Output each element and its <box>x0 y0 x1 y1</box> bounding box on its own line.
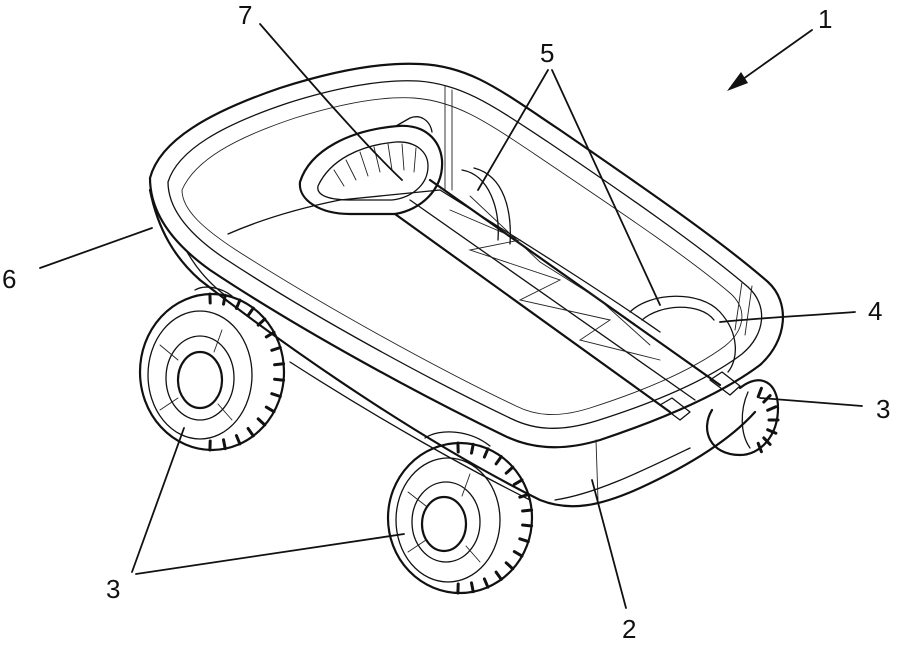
tread-mark <box>512 478 524 486</box>
label-2: 2 <box>622 614 637 644</box>
wheel-front-left <box>138 292 286 452</box>
tread-mark <box>273 377 286 382</box>
tread-mark <box>482 447 490 459</box>
tread-mark <box>512 550 524 558</box>
tread-mark <box>762 436 772 446</box>
label-3-right: 3 <box>876 394 891 424</box>
label-7: 7 <box>238 0 253 30</box>
tread-mark <box>256 417 267 427</box>
tread-mark <box>521 523 534 528</box>
reference-arrow-1 <box>727 29 813 91</box>
tread-mark <box>518 492 530 499</box>
tread-mark <box>504 465 515 475</box>
wagon-tub <box>148 62 785 508</box>
tread-mark <box>264 405 276 414</box>
tread-mark <box>222 438 227 451</box>
tread-mark <box>504 561 515 571</box>
tread-mark <box>270 346 282 352</box>
tread-mark <box>756 441 763 454</box>
tread-mark <box>482 577 490 589</box>
wheel-rear-left <box>194 286 491 447</box>
label-1: 1 <box>818 4 833 34</box>
label-3-left: 3 <box>106 574 121 604</box>
tread-mark <box>766 428 778 435</box>
tread-mark <box>518 537 530 544</box>
wheel-front-right <box>386 441 534 595</box>
tread-mark <box>766 405 778 412</box>
tread-mark <box>494 455 503 466</box>
handle-bar <box>298 116 741 421</box>
tread-mark <box>246 427 255 438</box>
tread-mark <box>256 317 267 327</box>
tread-mark <box>273 362 286 367</box>
tread-mark <box>270 392 282 398</box>
tread-mark <box>234 434 242 446</box>
leader-lines <box>39 23 863 609</box>
tread-mark <box>222 293 227 306</box>
label-5: 5 <box>540 38 555 68</box>
axle-arches <box>461 167 737 373</box>
tread-mark <box>234 298 242 310</box>
tread-mark <box>494 570 503 581</box>
tread-mark <box>521 508 534 513</box>
tire-treads <box>208 292 780 595</box>
label-4: 4 <box>868 296 883 326</box>
tread-mark <box>246 306 255 317</box>
tread-mark <box>470 581 475 594</box>
tread-mark <box>470 442 475 455</box>
tread-mark <box>756 386 763 399</box>
label-6: 6 <box>2 264 17 294</box>
tread-mark <box>264 330 276 339</box>
